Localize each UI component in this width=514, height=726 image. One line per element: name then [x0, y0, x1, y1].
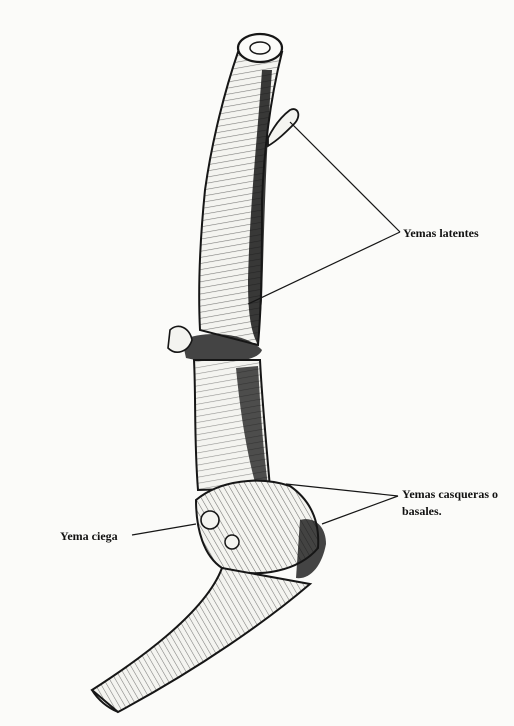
lower-cane: [92, 568, 310, 712]
latent-buds-label: Yemas latentes: [403, 226, 479, 240]
basal-buds-label-line2: basales.: [402, 504, 442, 518]
blind-bud-label: Yema ciega: [60, 529, 118, 543]
upper-cane: [199, 34, 282, 345]
middle-cane: [194, 360, 270, 490]
latent-bud-upper: [268, 109, 298, 146]
basal-buds-label-line1: Yemas casqueras o: [402, 487, 498, 501]
basal-node: [196, 481, 326, 578]
